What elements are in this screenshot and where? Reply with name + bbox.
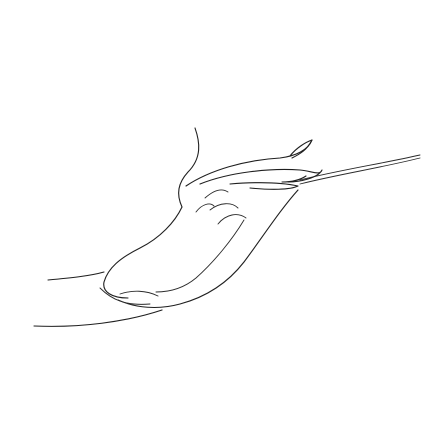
needle-line bbox=[299, 154, 421, 181]
wrist-lower bbox=[33, 309, 163, 327]
knuckle-line-3 bbox=[217, 214, 247, 225]
wrist-inner bbox=[99, 287, 151, 305]
needle-line-edge bbox=[299, 157, 421, 185]
finger-top-outline bbox=[185, 139, 313, 187]
knuckle-line-2 bbox=[209, 203, 239, 211]
middle-finger bbox=[199, 168, 323, 185]
wrist-detail bbox=[119, 290, 159, 297]
thumb-tip bbox=[229, 182, 299, 190]
palm-outline bbox=[117, 189, 299, 308]
palm-crease bbox=[155, 219, 245, 293]
index-finger bbox=[178, 127, 200, 208]
wrist-upper bbox=[47, 271, 105, 281]
knuckle-line-4 bbox=[195, 203, 215, 213]
knuckle-line-1 bbox=[204, 189, 229, 199]
fingernail-top bbox=[289, 139, 313, 159]
hand-back-outline bbox=[103, 206, 183, 299]
fingernail-middle bbox=[281, 175, 307, 183]
